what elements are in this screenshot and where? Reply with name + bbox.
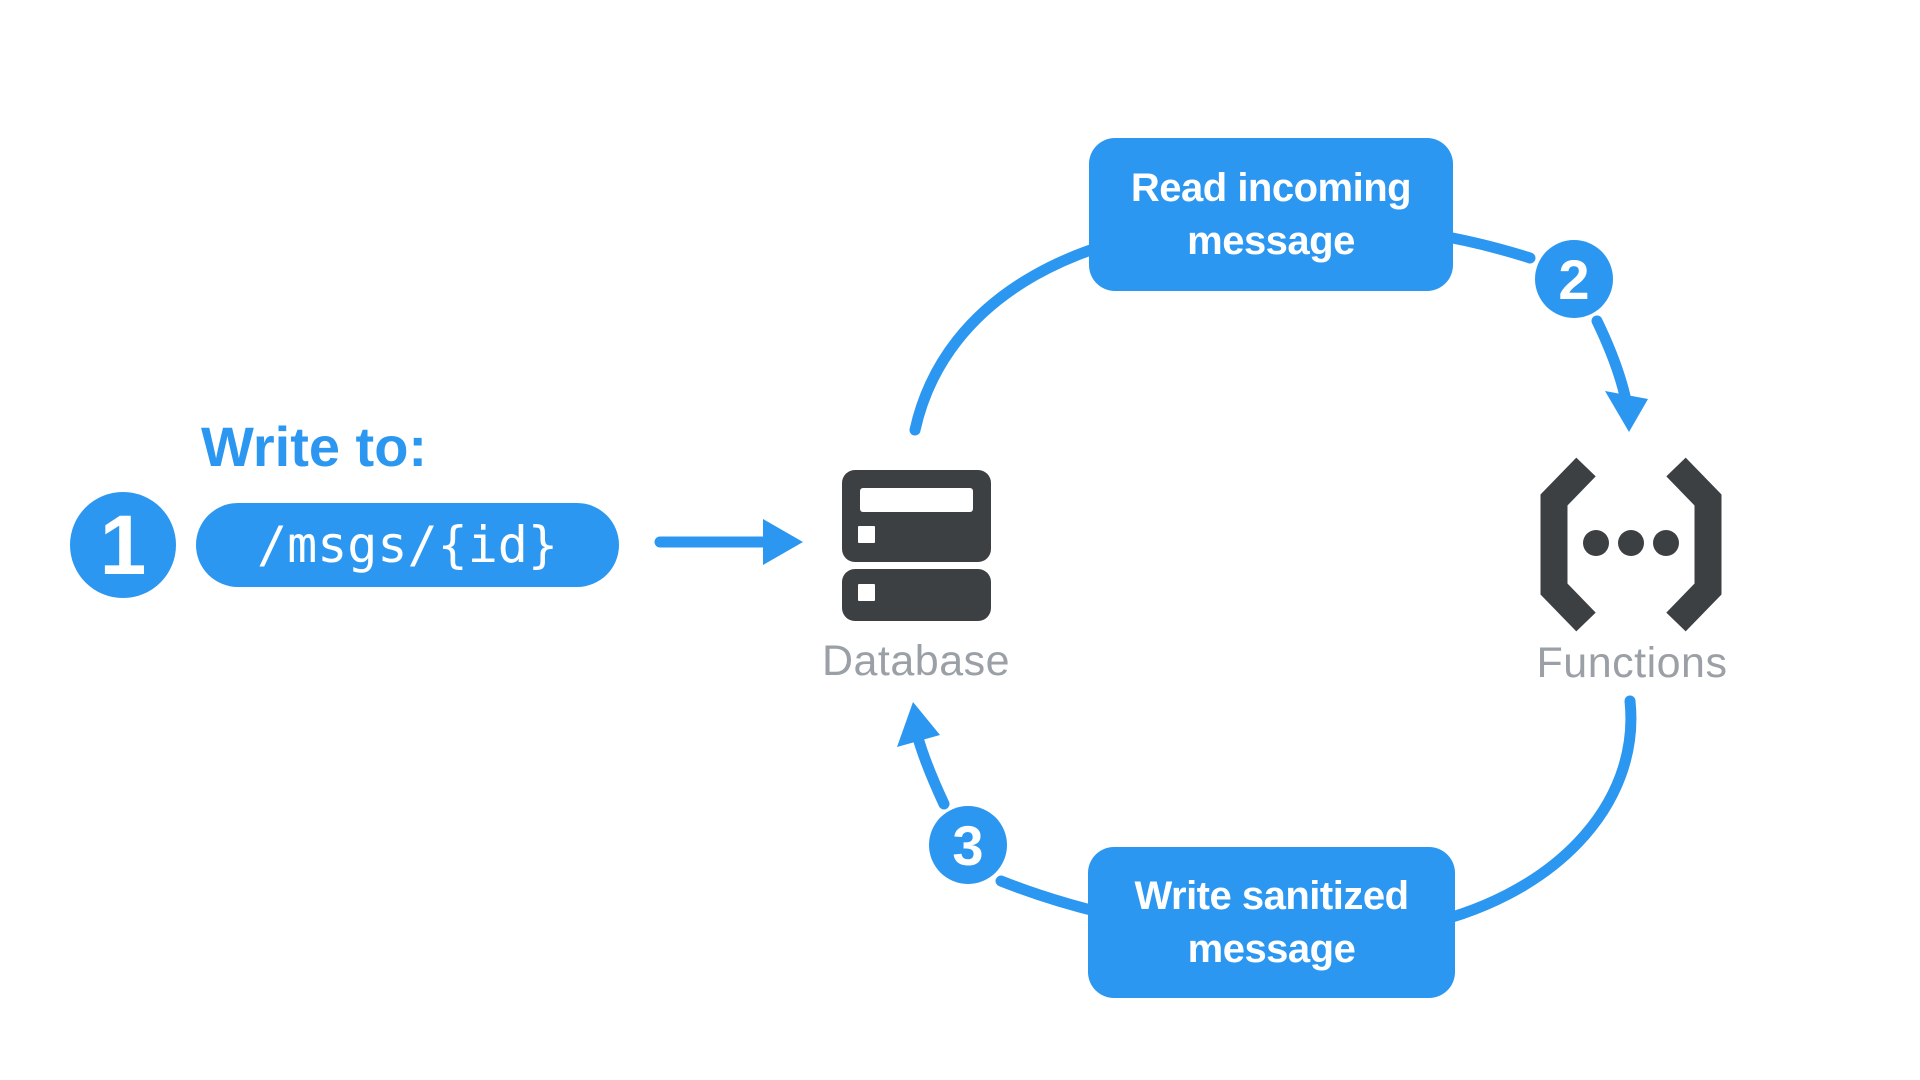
database-path-pill: /msgs/{id} bbox=[196, 503, 619, 587]
step-3-badge: 3 bbox=[929, 806, 1007, 884]
read-incoming-message-box: Read incoming message bbox=[1089, 138, 1453, 291]
functions-label: Functions bbox=[1536, 639, 1728, 687]
functions-icon bbox=[1540, 457, 1722, 632]
write-arrow bbox=[654, 519, 803, 565]
arrowhead-right-icon bbox=[763, 519, 803, 565]
write-sanitized-message-box: Write sanitized message bbox=[1088, 847, 1455, 998]
write-to-heading: Write to: bbox=[201, 415, 428, 478]
arrowhead-down-icon bbox=[1605, 391, 1648, 432]
step-1-badge: 1 bbox=[70, 492, 176, 598]
flow-arc-step3-shaft bbox=[912, 732, 950, 810]
database-label: Database bbox=[821, 637, 1011, 685]
arrowhead-up-icon bbox=[897, 702, 940, 747]
flow-arc-step2-to-functions bbox=[1591, 315, 1648, 432]
step-2-badge: 2 bbox=[1535, 240, 1613, 318]
flow-arc-step3-to-database bbox=[897, 702, 950, 810]
database-icon bbox=[842, 470, 991, 621]
flow-arc-step2-shaft bbox=[1591, 315, 1631, 402]
